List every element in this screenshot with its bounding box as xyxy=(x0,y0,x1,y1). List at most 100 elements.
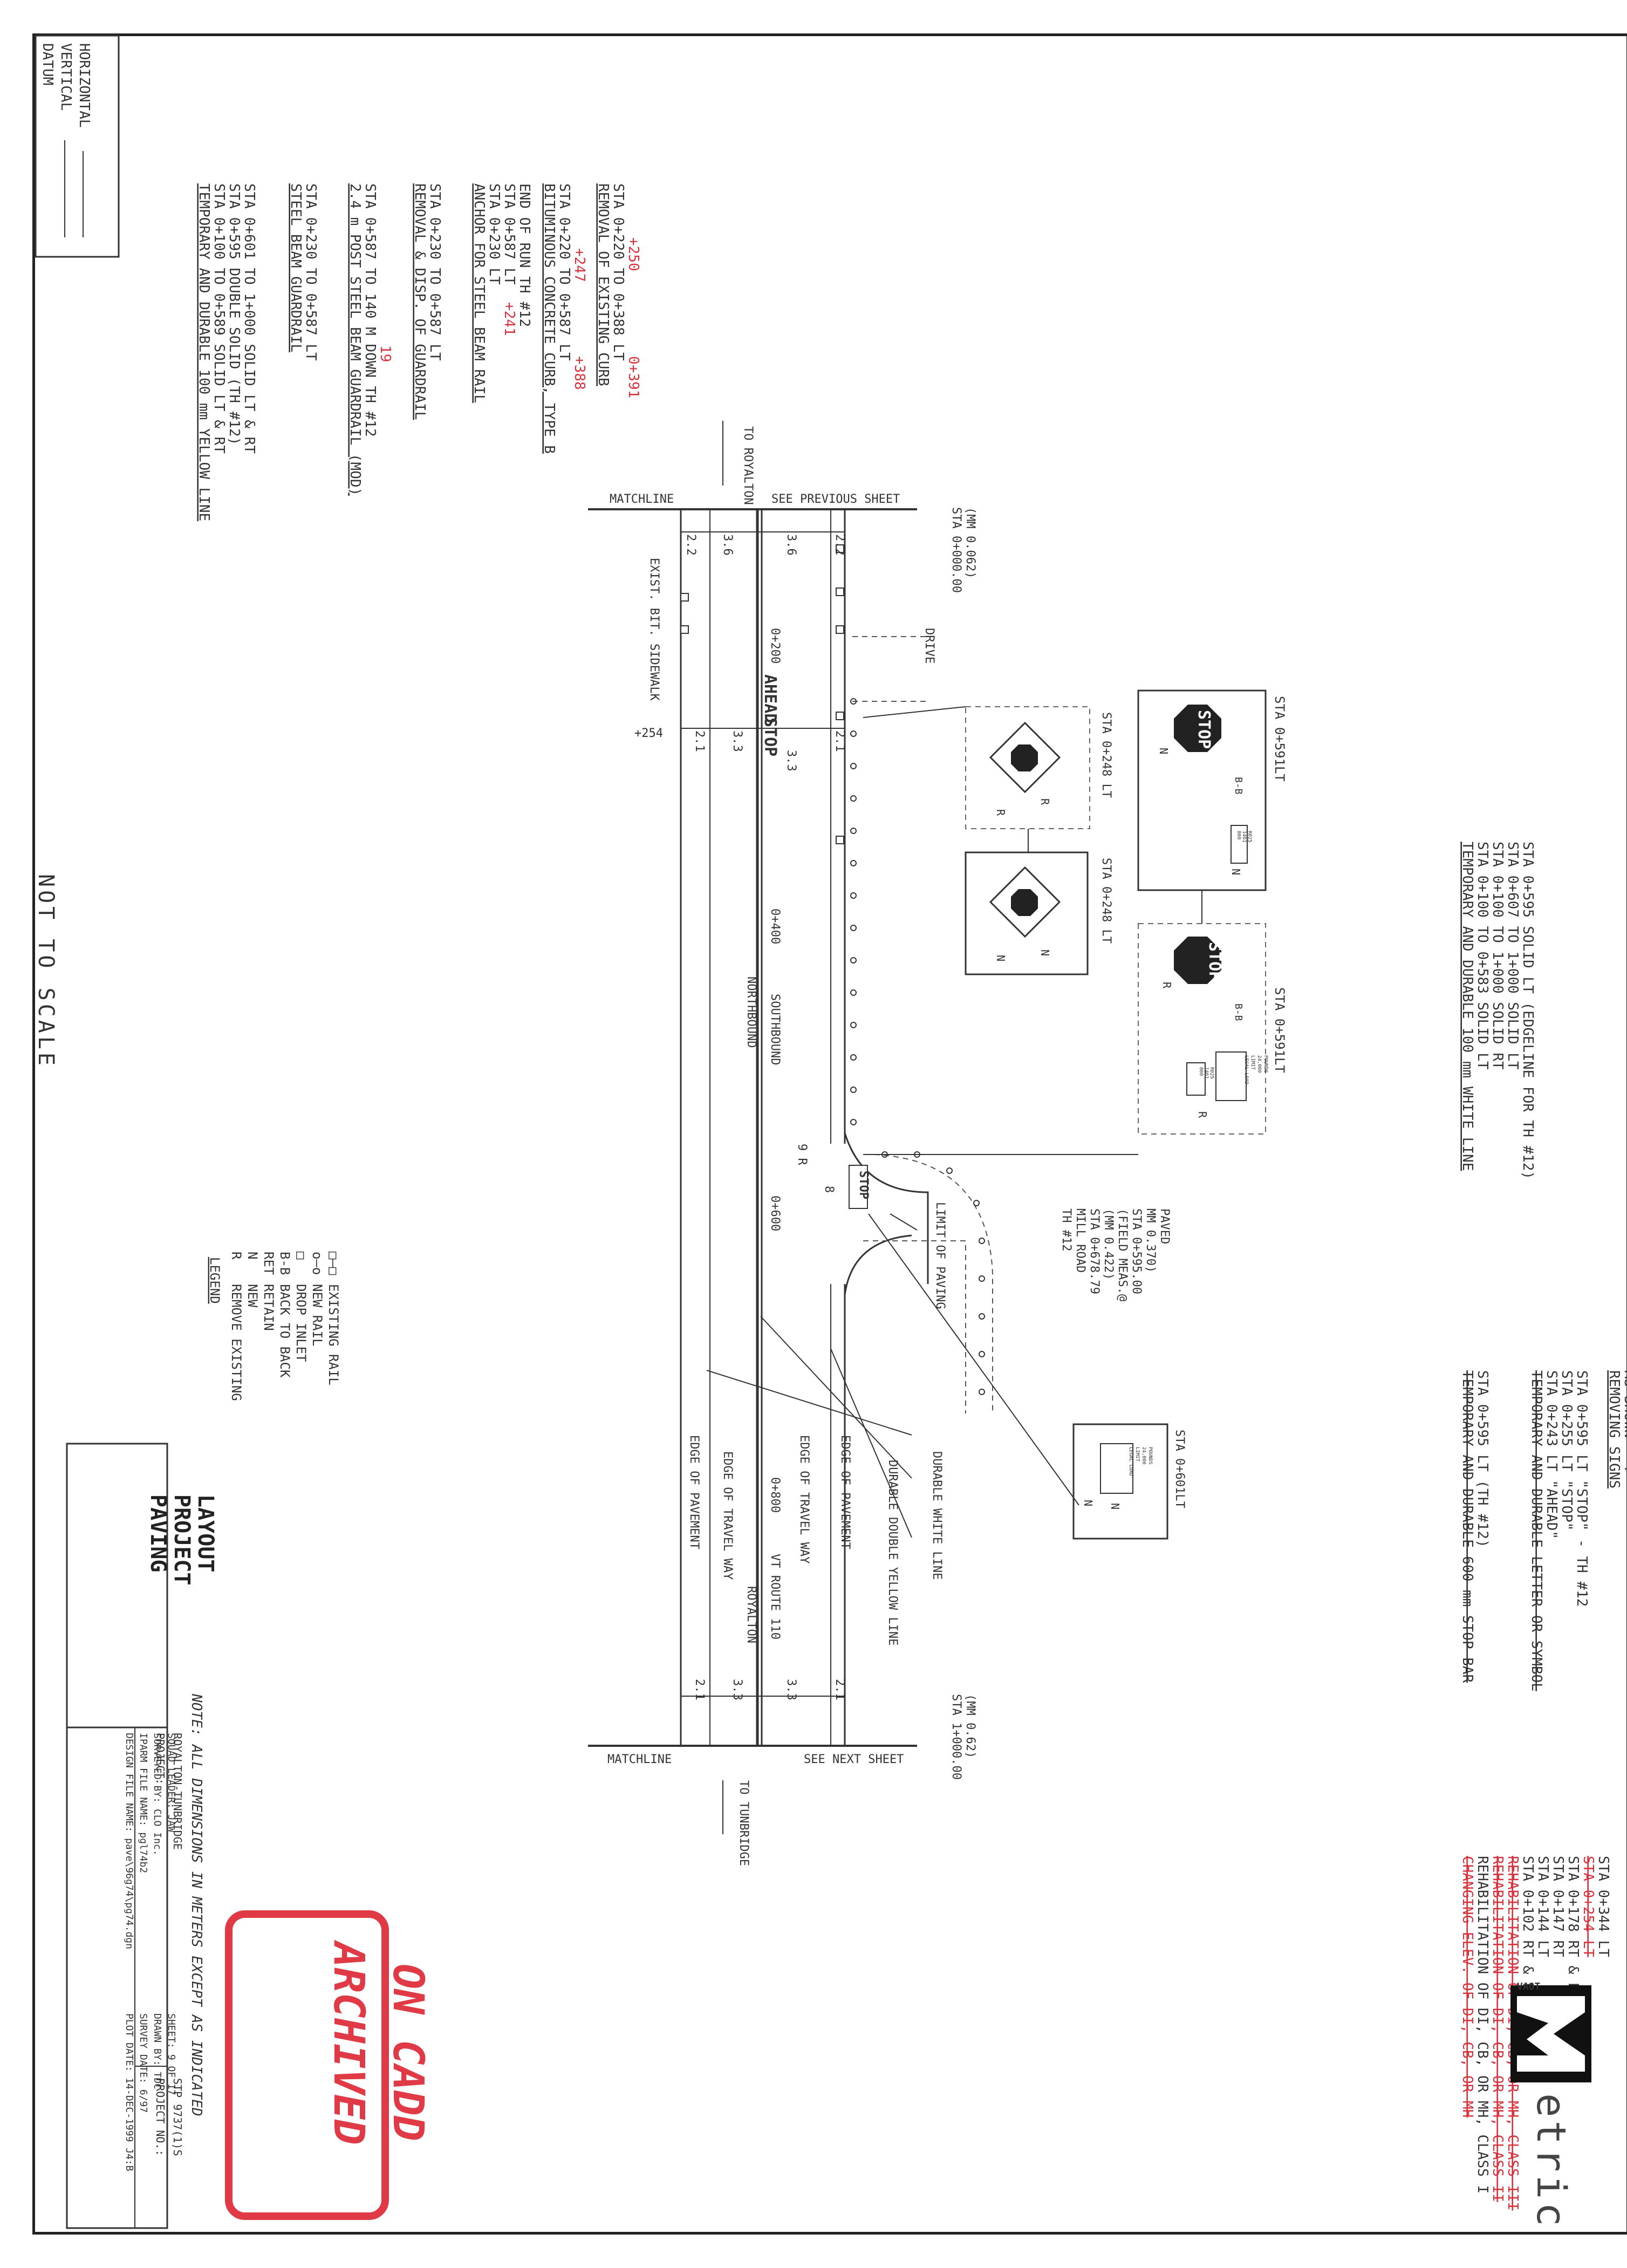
matchline-label-top: MATCHLINE xyxy=(610,493,674,506)
stamp-on-cadd: ON CADD xyxy=(384,1964,432,2141)
svg-text:N: N xyxy=(994,955,1007,961)
svg-text:BACK TO BACK: BACK TO BACK xyxy=(277,1284,292,1378)
svg-text:REMOVE EXISTING: REMOVE EXISTING xyxy=(229,1284,244,1401)
sign-box-248-new: STA 0+248 LT N N xyxy=(965,851,1113,975)
svg-text:TH #12: TH #12 xyxy=(1059,1208,1073,1251)
guardrail-title: STEEL BEAM GUARDRAIL xyxy=(288,183,304,352)
datum-box: DATUM VERTICAL HORIZONTAL xyxy=(35,35,120,258)
svg-text:PROJECT:: PROJECT: xyxy=(154,1733,167,1785)
post-guardrail-row: STA 0+587 TO 140 M DOWN TH #12 xyxy=(362,183,378,437)
removal-curb-row: STA 0+220 TO 0+388 LT xyxy=(610,183,626,361)
svg-text:DESIGN FILE NAME: pave\96g74\p: DESIGN FILE NAME: pave\96g74\pg74.dgn xyxy=(124,1733,135,1949)
title-project: PROJECT xyxy=(169,1494,194,1586)
width-label: 3.6 xyxy=(784,534,798,556)
svg-text:MM 0.370): MM 0.370) xyxy=(1144,1208,1157,1273)
svg-text:LIMIT: LIMIT xyxy=(1250,1055,1255,1070)
svg-text:□—□: □—□ xyxy=(326,1252,341,1275)
see-previous-sheet-label: SEE PREVIOUS SHEET xyxy=(771,493,900,506)
curb-correction: +247 xyxy=(571,248,587,282)
anchor-correction: +241 xyxy=(501,302,517,336)
station-label: 0+600 xyxy=(768,1196,782,1231)
royalton-label: ROYALTON xyxy=(744,1586,758,1643)
removal-guardrail-row: STA 0+230 TO 0+587 LT xyxy=(427,183,443,361)
limit-of-paving-label: LIMIT OF PAVING xyxy=(933,1202,947,1309)
svg-text:R025: R025 xyxy=(1209,1067,1214,1079)
svg-text:STA 0+100 TO 1+000 SOLID RT: STA 0+100 TO 1+000 SOLID RT xyxy=(1489,842,1506,1070)
not-to-scale: NOT TO SCALE xyxy=(33,874,58,1069)
width-label: 2.1 xyxy=(693,1679,706,1700)
svg-text:NEW RAIL: NEW RAIL xyxy=(310,1284,325,1347)
curb-row: STA 0+220 TO 0+587 LT xyxy=(556,183,572,361)
anchor-row: END OF RUN TH #12 xyxy=(516,183,532,327)
northbound-label: NORTHBOUND xyxy=(744,976,758,1048)
see-next-sheet-label: SEE NEXT SHEET xyxy=(804,1753,904,1766)
sheet-number: SHEET: 9 OF 17 xyxy=(166,2013,177,2095)
sign-box-591-new: STOP STA 0+591LT B-B N N 800 1461 R025 xyxy=(1137,689,1287,891)
vt-route-label: VT ROUTE 110 xyxy=(768,1554,782,1639)
width-label: 3.3 xyxy=(730,1679,744,1700)
sta-start-label: STA 0+000.00 xyxy=(949,507,963,593)
svg-text:RET: RET xyxy=(261,1252,276,1275)
svg-text:STA 0+607 TO 1+000 SOLID LT: STA 0+607 TO 1+000 SOLID LT xyxy=(1505,842,1521,1070)
svg-text:STA 0+344 LT: STA 0+344 LT xyxy=(1595,1856,1611,1957)
svg-text:NEW: NEW xyxy=(245,1284,260,1308)
svg-text:B-B: B-B xyxy=(1233,777,1244,795)
svg-text:SQUAD LEADER: JAW: SQUAD LEADER: JAW xyxy=(166,1733,177,1832)
sign-station-label: STA 0+248 LT xyxy=(1099,712,1113,798)
width-label: 3.3 xyxy=(784,1679,798,1700)
svg-text:AS SHOWN - 4: AS SHOWN - 4 xyxy=(1621,1370,1627,1472)
letters-title: TEMPORARY AND DURABLE LETTER OR SYMBOL xyxy=(1528,1370,1544,1691)
mill-road-edge-upper xyxy=(844,1132,929,1284)
stamp-archived: ARCHIVED xyxy=(324,1939,373,2145)
sta-end-label: STA 1+000.00 xyxy=(949,1694,963,1780)
svg-text:B-B: B-B xyxy=(1233,1003,1244,1021)
sign-station-label: STA 0+601LT xyxy=(1173,1430,1186,1508)
station-label: 0+800 xyxy=(768,1477,782,1513)
svg-text:REHABILITATION OF DI, CB, OR M: REHABILITATION OF DI, CB, OR MH, CLASS I xyxy=(1474,1856,1491,2194)
legend-title: LEGEND xyxy=(207,1257,222,1304)
svg-text:□: □ xyxy=(293,1252,309,1260)
svg-text:STA 0+595 SOLID LT (EDGELINE F: STA 0+595 SOLID LT (EDGELINE FOR TH #12) xyxy=(1520,842,1536,1179)
width-label: 3.3 xyxy=(784,750,798,771)
svg-text:LEGAL LOAD: LEGAL LOAD xyxy=(1128,1447,1133,1476)
datum-horizontal: HORIZONTAL xyxy=(76,43,92,128)
mm-end-label: (MM 0.62) xyxy=(963,1694,977,1758)
yellow-line-title: TEMPORARY AND DURABLE 100 mm YELLOW LINE xyxy=(196,183,212,521)
svg-text:STA 0+243 LT "AHEAD": STA 0+243 LT "AHEAD" xyxy=(1543,1370,1560,1539)
anchor-row: STA 0+230 LT xyxy=(486,183,502,285)
to-tunbridge-label: TO TUNBRIDGE xyxy=(737,1780,750,1866)
radius-8-label: 8 xyxy=(822,1186,836,1193)
stop-sign-icon: STOP xyxy=(1205,942,1224,981)
title-block: PAVING PROJECT LAYOUT NOTE: ALL DIMENSIO… xyxy=(66,1443,218,2229)
svg-text:R: R xyxy=(1038,798,1051,805)
svg-text:STA 0+254 LT: STA 0+254 LT xyxy=(1580,1856,1596,1957)
stop-marking: STOP xyxy=(761,718,780,756)
drive-label: DRIVE xyxy=(922,628,936,664)
stop-bar-title: TEMPORARY AND DURABLE 600 mm STOP BAR xyxy=(1459,1370,1475,1683)
logo-badge: VAOT xyxy=(1517,1981,1541,1992)
svg-text:800: 800 xyxy=(1236,831,1241,839)
post-guardrail-correction: 19 xyxy=(377,345,393,362)
width-label: 2.1 xyxy=(693,730,706,752)
svg-text:R025: R025 xyxy=(1247,831,1252,843)
white-line-title: TEMPORARY AND DURABLE 100 mm WHITE LINE xyxy=(1459,842,1475,1171)
sign-box-601-new: LEGAL LOAD LIMIT 24,000 POUNDS STA 0+601… xyxy=(1072,1423,1186,1540)
yellow-line-row: STA 0+601 TO 1+000 SOLID LT & RT xyxy=(241,183,257,454)
datum-title: DATUM xyxy=(39,43,56,85)
svg-text:RETAIN: RETAIN xyxy=(261,1284,276,1331)
guardrail-posts xyxy=(850,698,985,1395)
svg-text:STA 0+144 LT: STA 0+144 LT xyxy=(1535,1856,1551,1957)
anchor-title: ANCHOR FOR STEEL BEAM RAIL xyxy=(471,183,487,403)
sta-254-label: +254 xyxy=(634,727,663,740)
svg-text:REHABILITATION OF DI, CB, OR M: REHABILITATION OF DI, CB, OR MH, CLASS I… xyxy=(1489,1856,1506,2202)
width-label: 2.2 xyxy=(833,534,846,556)
svg-text:PLOT DATE: 14-DEC-1999 J4:B: PLOT DATE: 14-DEC-1999 J4:B xyxy=(124,2013,135,2171)
removal-guardrail-title: REMOVAL & DISP. OF GUARDRAIL xyxy=(412,183,428,420)
svg-text:IPARM FILE NAME: pgl74b2: IPARM FILE NAME: pgl74b2 xyxy=(138,1733,149,1873)
svg-text:STA 0+147 RT: STA 0+147 RT xyxy=(1550,1856,1566,1957)
svg-text:DRAWN BY: TDC: DRAWN BY: TDC xyxy=(152,2013,163,2089)
drop-inlets xyxy=(680,544,844,844)
svg-text:1461: 1461 xyxy=(1241,831,1247,843)
removal-curb-title: REMOVAL OF EXISTING CURB xyxy=(595,183,611,386)
